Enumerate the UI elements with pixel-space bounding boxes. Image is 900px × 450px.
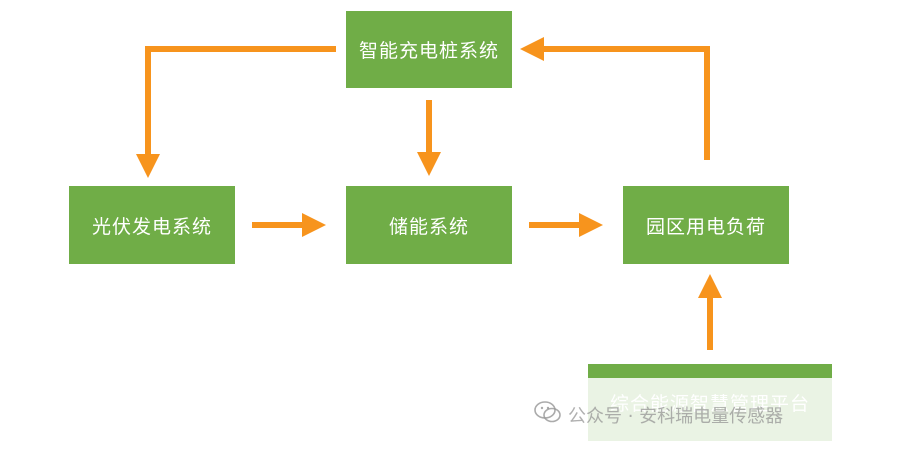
- wechat-icon: [534, 401, 561, 423]
- node-label: 储能系统: [388, 215, 469, 238]
- node-label: 光伏发电系统: [91, 215, 212, 238]
- node-pv-system: 光伏发电系统: [69, 186, 235, 264]
- arrow-load-to-charging: [520, 37, 710, 160]
- watermark-text: 公众号 · 安科瑞电量传感器: [568, 406, 784, 427]
- arrow-charging-to-pv: [136, 46, 336, 178]
- node-storage-system: 储能系统: [346, 186, 512, 264]
- node-label: 智能充电桩系统: [358, 40, 499, 62]
- node-label: 园区用电负荷: [645, 215, 766, 238]
- node-charging-system: 智能充电桩系统: [346, 11, 512, 88]
- node-park-load: 园区用电负荷: [623, 186, 789, 264]
